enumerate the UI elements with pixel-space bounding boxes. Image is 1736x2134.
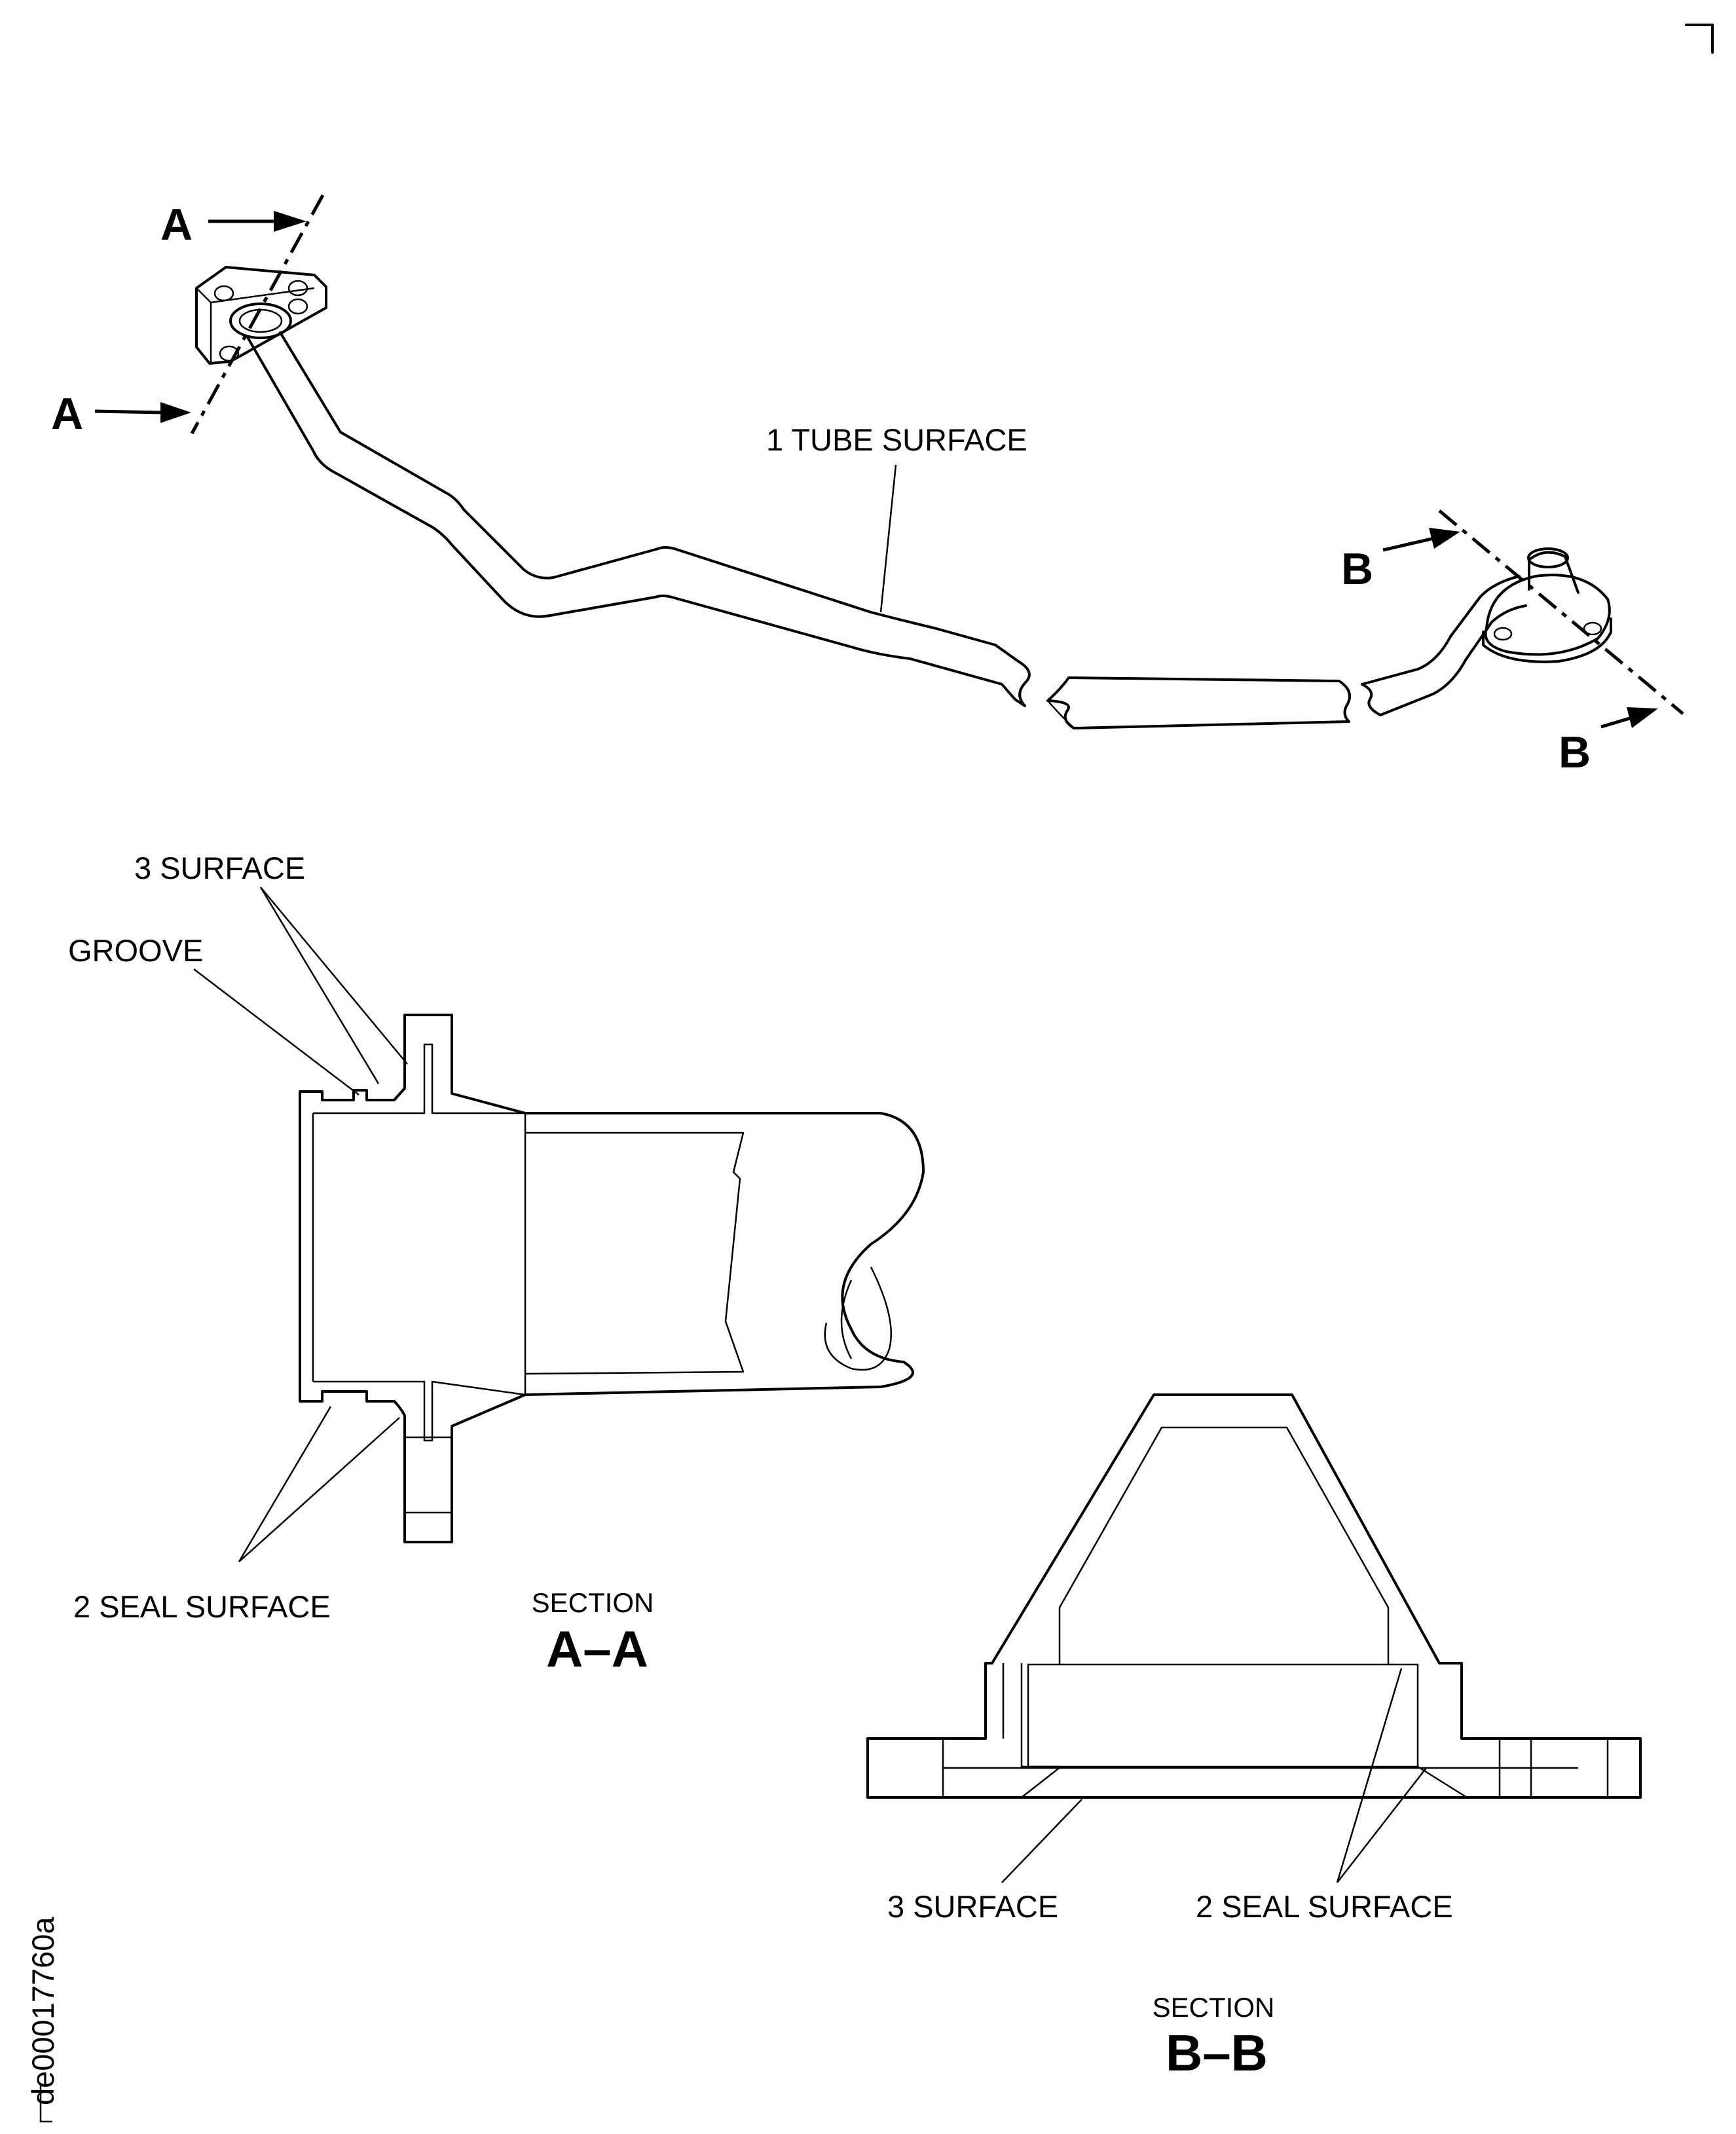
cut-line-a: A A	[51, 194, 325, 439]
section-a-name: A–A	[546, 1620, 648, 1678]
cut-marker-b-upper: B	[1341, 544, 1373, 594]
seal-surface-2-right-label: 2 SEAL SURFACE	[1196, 1889, 1453, 1924]
tube-segment-2	[1046, 676, 1351, 729]
flange-a	[195, 266, 327, 365]
cut-line-b: B B	[1341, 509, 1684, 777]
section-b-b-view: 3 SURFACE 2 SEAL SURFACE SECTION B–B	[866, 1393, 1642, 2082]
section-b-word: SECTION	[1153, 1992, 1275, 2023]
cut-marker-a-lower: A	[51, 389, 83, 439]
tube-segment-1	[246, 336, 1026, 707]
groove-leader	[193, 968, 360, 1095]
surface-3-bottom-leader	[1001, 1799, 1082, 1883]
surface-3-leaders	[259, 887, 408, 1084]
seal-surface-2-right-leaders	[1336, 1668, 1427, 1883]
section-b-name: B–B	[1166, 2024, 1268, 2082]
surface-3-bottom-label: 3 SURFACE	[887, 1889, 1058, 1924]
surface-3-top-label: 3 SURFACE	[134, 851, 305, 885]
seal-surface-2-left-label: 2 SEAL SURFACE	[73, 1589, 331, 1624]
seal-surface-2-left-leaders	[238, 1406, 400, 1562]
cut-marker-a-upper: A	[160, 200, 193, 249]
section-a-a-view: 3 SURFACE GROOVE 2 SEAL SURFACE SECTION …	[68, 851, 925, 1678]
tube-assembly-view: 1 TUBE SURFACE A A B B	[51, 194, 1684, 777]
corner-crop-mark	[1685, 24, 1714, 54]
cut-marker-b-lower: B	[1559, 727, 1591, 777]
tube-surface-leader	[879, 464, 897, 613]
figure-id-mark	[39, 2086, 52, 2123]
section-a-word: SECTION	[532, 1587, 654, 1618]
flange-b	[1482, 547, 1612, 663]
groove-label: GROOVE	[68, 933, 203, 968]
figure-id: de00017760a	[26, 1917, 60, 2105]
tube-surface-label: 1 TUBE SURFACE	[766, 422, 1027, 457]
tube-segment-3	[1361, 575, 1521, 686]
